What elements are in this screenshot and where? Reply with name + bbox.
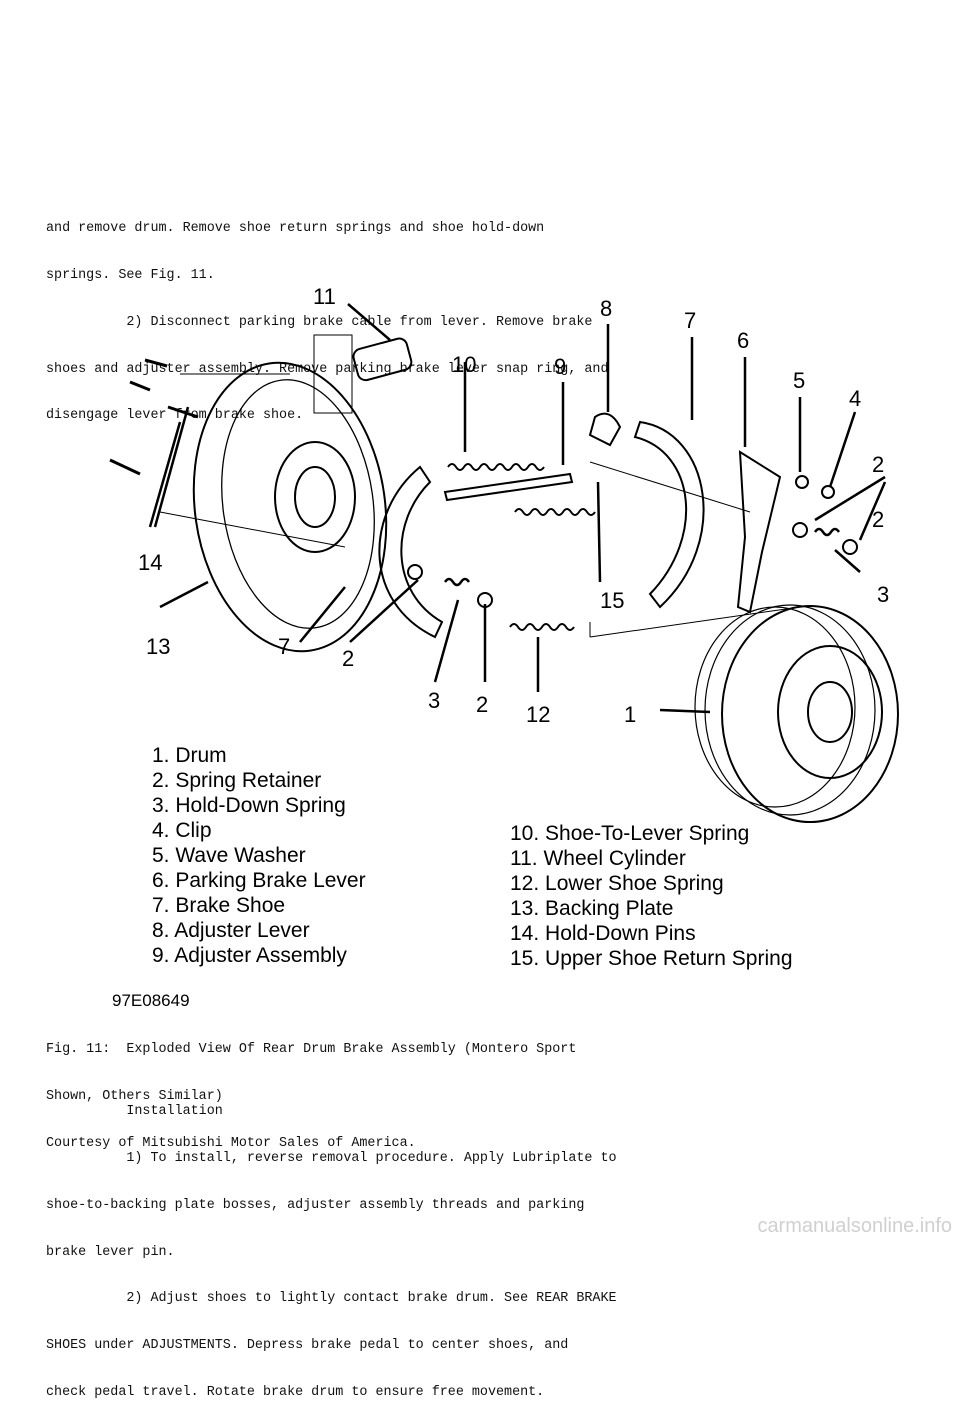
callout-label: 5 — [793, 368, 805, 393]
legend-item: 9. Adjuster Assembly — [152, 944, 347, 967]
legend-item: 2. Spring Retainer — [152, 769, 321, 792]
drum-drawing — [721, 605, 899, 823]
callout-label: 11 — [313, 284, 336, 309]
legend-item: 3. Hold-Down Spring — [152, 794, 346, 817]
intro-line: shoes and adjuster assembly. Remove park… — [46, 361, 609, 377]
installation-line: 2) Adjust shoes to lightly contact brake… — [46, 1291, 617, 1307]
callout-label: 3 — [877, 582, 889, 607]
callout-label: 2 — [872, 452, 884, 477]
callout-label: 4 — [849, 386, 861, 411]
legend-item: 13. Backing Plate — [510, 897, 673, 920]
installation-line: 1) To install, reverse removal procedure… — [46, 1150, 617, 1166]
callout-label: 7 — [278, 634, 290, 659]
callout-label: 2 — [872, 507, 884, 532]
callout-label: 2 — [476, 692, 488, 717]
installation-line: SHOES under ADJUSTMENTS. Depress brake p… — [46, 1338, 569, 1354]
figure-caption: Fig. 11: Exploded View Of Rear Drum Brak… — [46, 1011, 576, 1167]
legend-item: 11. Wheel Cylinder — [510, 847, 686, 870]
adjuster-lever-drawing — [588, 412, 622, 447]
intro-line: 2) Disconnect parking brake cable from l… — [46, 314, 593, 330]
installation-text: Installation 1) To install, reverse remo… — [46, 1073, 617, 1416]
installation-heading: Installation — [46, 1104, 223, 1120]
callout-label: 9 — [554, 354, 566, 379]
callout-label: 6 — [737, 328, 749, 353]
caption-line: Courtesy of Mitsubishi Motor Sales of Am… — [46, 1135, 416, 1151]
installation-line: check pedal travel. Rotate brake drum to… — [46, 1384, 545, 1400]
callout-label: 12 — [526, 702, 550, 727]
figure-id: 97E08649 — [112, 991, 190, 1010]
callout-label: 2 — [342, 646, 354, 671]
watermark: carmanualsonline.info — [757, 1215, 952, 1237]
callout-label: 3 — [428, 688, 440, 713]
legend-item: 15. Upper Shoe Return Spring — [510, 947, 793, 970]
legend-item: 7. Brake Shoe — [152, 894, 285, 917]
legend-item: 14. Hold-Down Pins — [510, 922, 696, 945]
wheel-cylinder-drawing — [352, 337, 413, 382]
legend-item: 10. Shoe-To-Lever Spring — [510, 822, 749, 845]
intro-line: springs. See Fig. 11. — [46, 267, 215, 283]
legend-item: 6. Parking Brake Lever — [152, 869, 366, 892]
legend-item: 1. Drum — [152, 744, 227, 767]
backing-plate-drawing — [192, 361, 388, 653]
shoe-to-lever-spring-drawing — [447, 463, 545, 471]
caption-line: Shown, Others Similar) — [46, 1088, 223, 1104]
adjuster-assembly-drawing — [443, 472, 574, 502]
left-brake-shoe-drawing — [378, 465, 444, 639]
callout-label: 10 — [452, 352, 476, 377]
right-brake-shoe-drawing — [633, 420, 705, 609]
lower-shoe-spring-drawing — [509, 623, 575, 631]
brake-assembly-figure: 11 10 9 8 7 6 5 4 2 14 13 7 2 3 2 12 1 1… — [109, 284, 899, 1010]
callout-label: 13 — [146, 634, 170, 659]
callout-label: 15 — [600, 588, 624, 613]
callout-label: 14 — [138, 550, 162, 575]
legend-item: 4. Clip — [152, 819, 212, 842]
caption-line: Fig. 11: Exploded View Of Rear Drum Brak… — [46, 1042, 577, 1058]
parking-brake-lever-drawing — [736, 450, 782, 614]
intro-line: and remove drum. Remove shoe return spri… — [46, 221, 545, 237]
callout-label: 1 — [624, 702, 636, 727]
legend-item: 5. Wave Washer — [152, 844, 306, 867]
legend-item: 8. Adjuster Lever — [152, 919, 310, 942]
callout-label: 8 — [600, 296, 612, 321]
installation-line: shoe-to-backing plate bosses, adjuster a… — [46, 1197, 585, 1213]
installation-line: brake lever pin. — [46, 1244, 175, 1260]
callout-label: 7 — [684, 308, 696, 333]
legend-item: 12. Lower Shoe Spring — [510, 872, 724, 895]
